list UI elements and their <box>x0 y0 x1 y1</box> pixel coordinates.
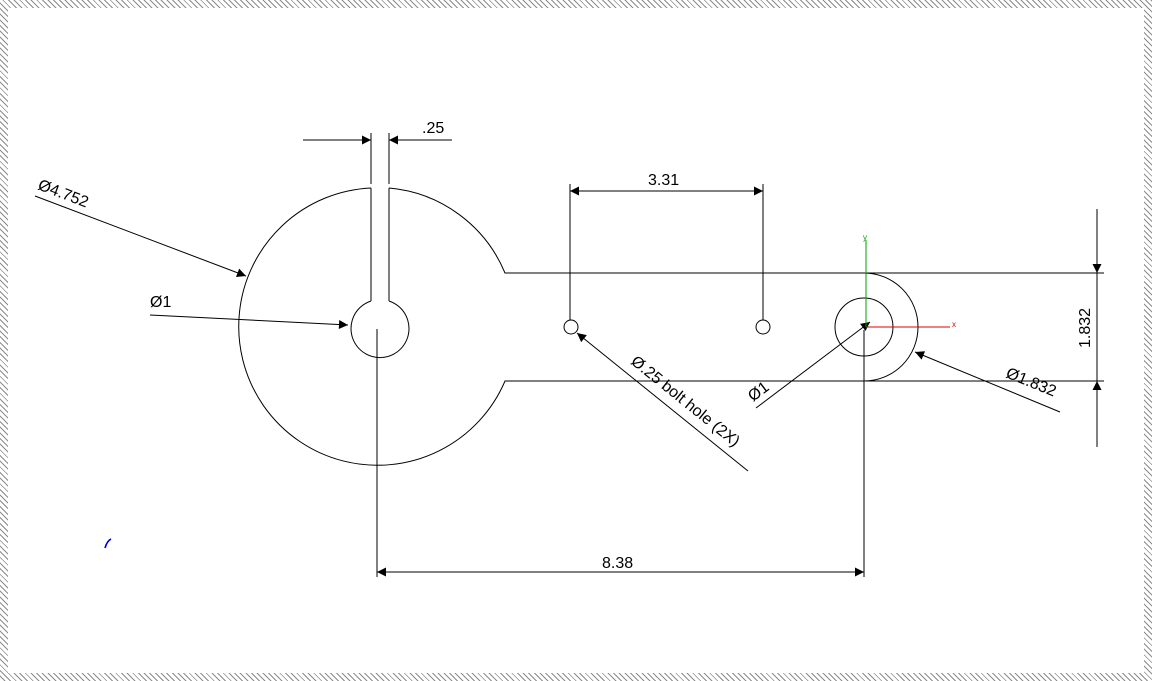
bolt-hole-left <box>563 319 579 335</box>
dim-center-distance[interactable]: 8.38 <box>376 329 865 577</box>
dim-text-center-distance: 8.38 <box>602 555 633 572</box>
dim-slot-width[interactable]: .25 <box>303 120 452 184</box>
leader-outer-diameter-large[interactable]: Ø4.752 <box>34 177 247 278</box>
dim-text-arm-height: 1.832 <box>1077 308 1094 348</box>
leader-bore-diameter-large[interactable]: Ø1 <box>149 294 349 330</box>
leader-outer-diameter-small[interactable]: Ø1.832 <box>914 351 1061 413</box>
dim-text-outer-diameter-small: Ø1.832 <box>1004 365 1059 400</box>
dim-arm-height[interactable]: 1.832 <box>866 209 1104 447</box>
leader-bore-diameter-small[interactable]: Ø1 <box>745 321 871 409</box>
dim-text-hole-spacing: 3.31 <box>648 172 679 189</box>
drawing-canvas[interactable] <box>8 8 1144 673</box>
stray-mark <box>104 538 112 549</box>
ucs-icon: x y <box>863 233 956 329</box>
bolt-hole-right <box>755 319 771 335</box>
dim-text-bore-diameter-large: Ø1 <box>150 294 171 311</box>
leader-bolt-hole[interactable]: Ø.25 bolt hole (2X) <box>576 332 749 472</box>
part-outline <box>238 187 919 466</box>
dim-text-bolt-hole: Ø.25 bolt hole (2X) <box>627 353 742 451</box>
dim-text-bore-diameter-small: Ø1 <box>745 379 772 405</box>
dim-hole-spacing[interactable]: 3.31 <box>569 172 764 320</box>
dim-text-slot-width: .25 <box>422 120 444 137</box>
ucs-y-label: y <box>863 233 867 242</box>
large-bore <box>350 300 410 358</box>
ucs-x-label: x <box>952 320 956 329</box>
large-boss-outline <box>238 187 919 466</box>
